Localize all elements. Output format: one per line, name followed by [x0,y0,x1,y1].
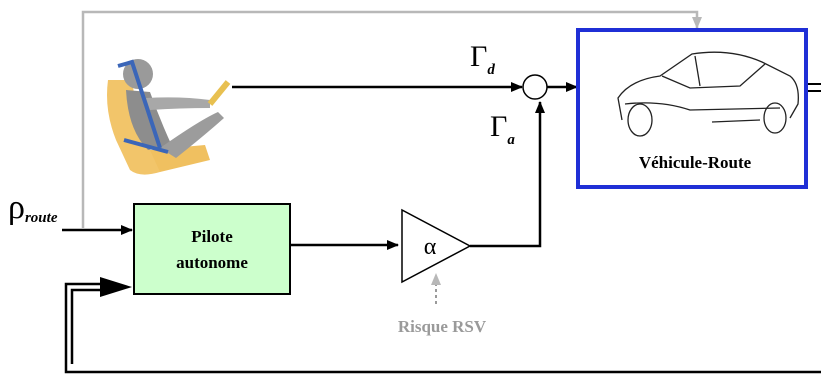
pilot-label-line2: autonome [176,253,248,272]
bottom-feedback-line-inner [72,290,100,364]
seated-driver-with-seatbelt-icon [107,59,228,175]
alpha-label: α [424,234,437,260]
risk-label: Risque RSV [398,317,487,336]
pilot-label-line1: Pilote [191,227,233,246]
vehicle-label: Véhicule-Route [639,153,752,172]
pilot-autonome-block [134,204,290,294]
rho-route-label: ρroute [8,189,58,226]
gamma-d-label: Γd [470,40,495,78]
summing-junction [523,75,547,99]
gamma-a-label: Γa [490,110,515,148]
feedback-arrow-head [100,277,132,297]
